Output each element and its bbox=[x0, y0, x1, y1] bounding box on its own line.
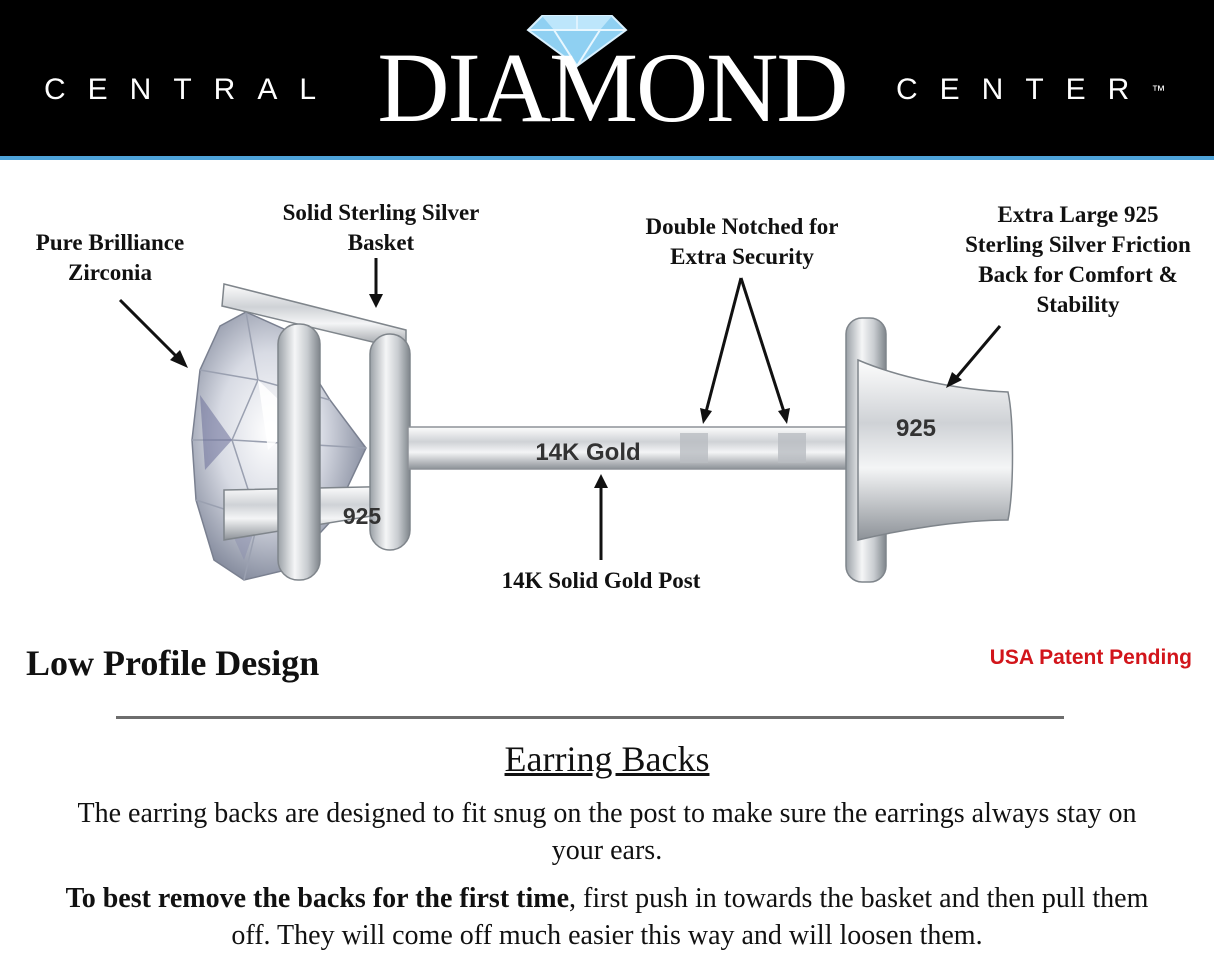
callout-back: Extra Large 925 Sterling Silver Friction… bbox=[965, 202, 1191, 317]
earring-backs-paragraph-1: The earring backs are designed to fit sn… bbox=[77, 798, 1137, 866]
gold-post bbox=[407, 426, 851, 470]
earring-backs-title: Earring Backs bbox=[504, 739, 710, 779]
brand-right-text: CENTER bbox=[896, 73, 1152, 106]
callout-arrows bbox=[118, 258, 1002, 560]
brand-word-left: CENTRAL bbox=[44, 73, 339, 106]
header-banner: CENTRAL DIAMOND CENTER™ bbox=[0, 0, 1214, 160]
diamond-logo-icon bbox=[526, 15, 628, 68]
brand-word-right: CENTER™ bbox=[896, 70, 1165, 110]
basket-engraving: 925 bbox=[343, 503, 382, 529]
callout-stone: Pure Brilliance Zirconia bbox=[35, 230, 185, 285]
section-divider bbox=[116, 716, 1064, 719]
earring-diagram: 14K Gold 925 925 Pure Brilliance Zirconi… bbox=[0, 160, 1214, 640]
earring-backs-paragraph-2: To best remove the backs for the first t… bbox=[60, 880, 1154, 954]
sterling-basket bbox=[221, 283, 411, 581]
callout-notch: Double Notched for Extra Security bbox=[645, 214, 839, 269]
friction-back bbox=[845, 317, 1014, 583]
paragraph-2-bold: To best remove the backs for the first t… bbox=[65, 883, 570, 914]
brand-word-main: DIAMOND bbox=[377, 32, 848, 143]
post-engraving: 14K Gold bbox=[535, 439, 640, 466]
paragraph-2-rest: , first push in towards the basket and t… bbox=[231, 883, 1149, 951]
callout-post: 14K Solid Gold Post bbox=[501, 568, 701, 593]
trademark-mark: ™ bbox=[1151, 82, 1166, 98]
callout-basket: Solid Sterling Silver Basket bbox=[282, 200, 480, 255]
earring-illustration: 14K Gold 925 925 bbox=[118, 258, 1014, 583]
back-engraving: 925 bbox=[896, 415, 936, 442]
low-profile-heading: Low Profile Design bbox=[26, 643, 320, 683]
patent-notice: USA Patent Pending bbox=[989, 646, 1192, 669]
